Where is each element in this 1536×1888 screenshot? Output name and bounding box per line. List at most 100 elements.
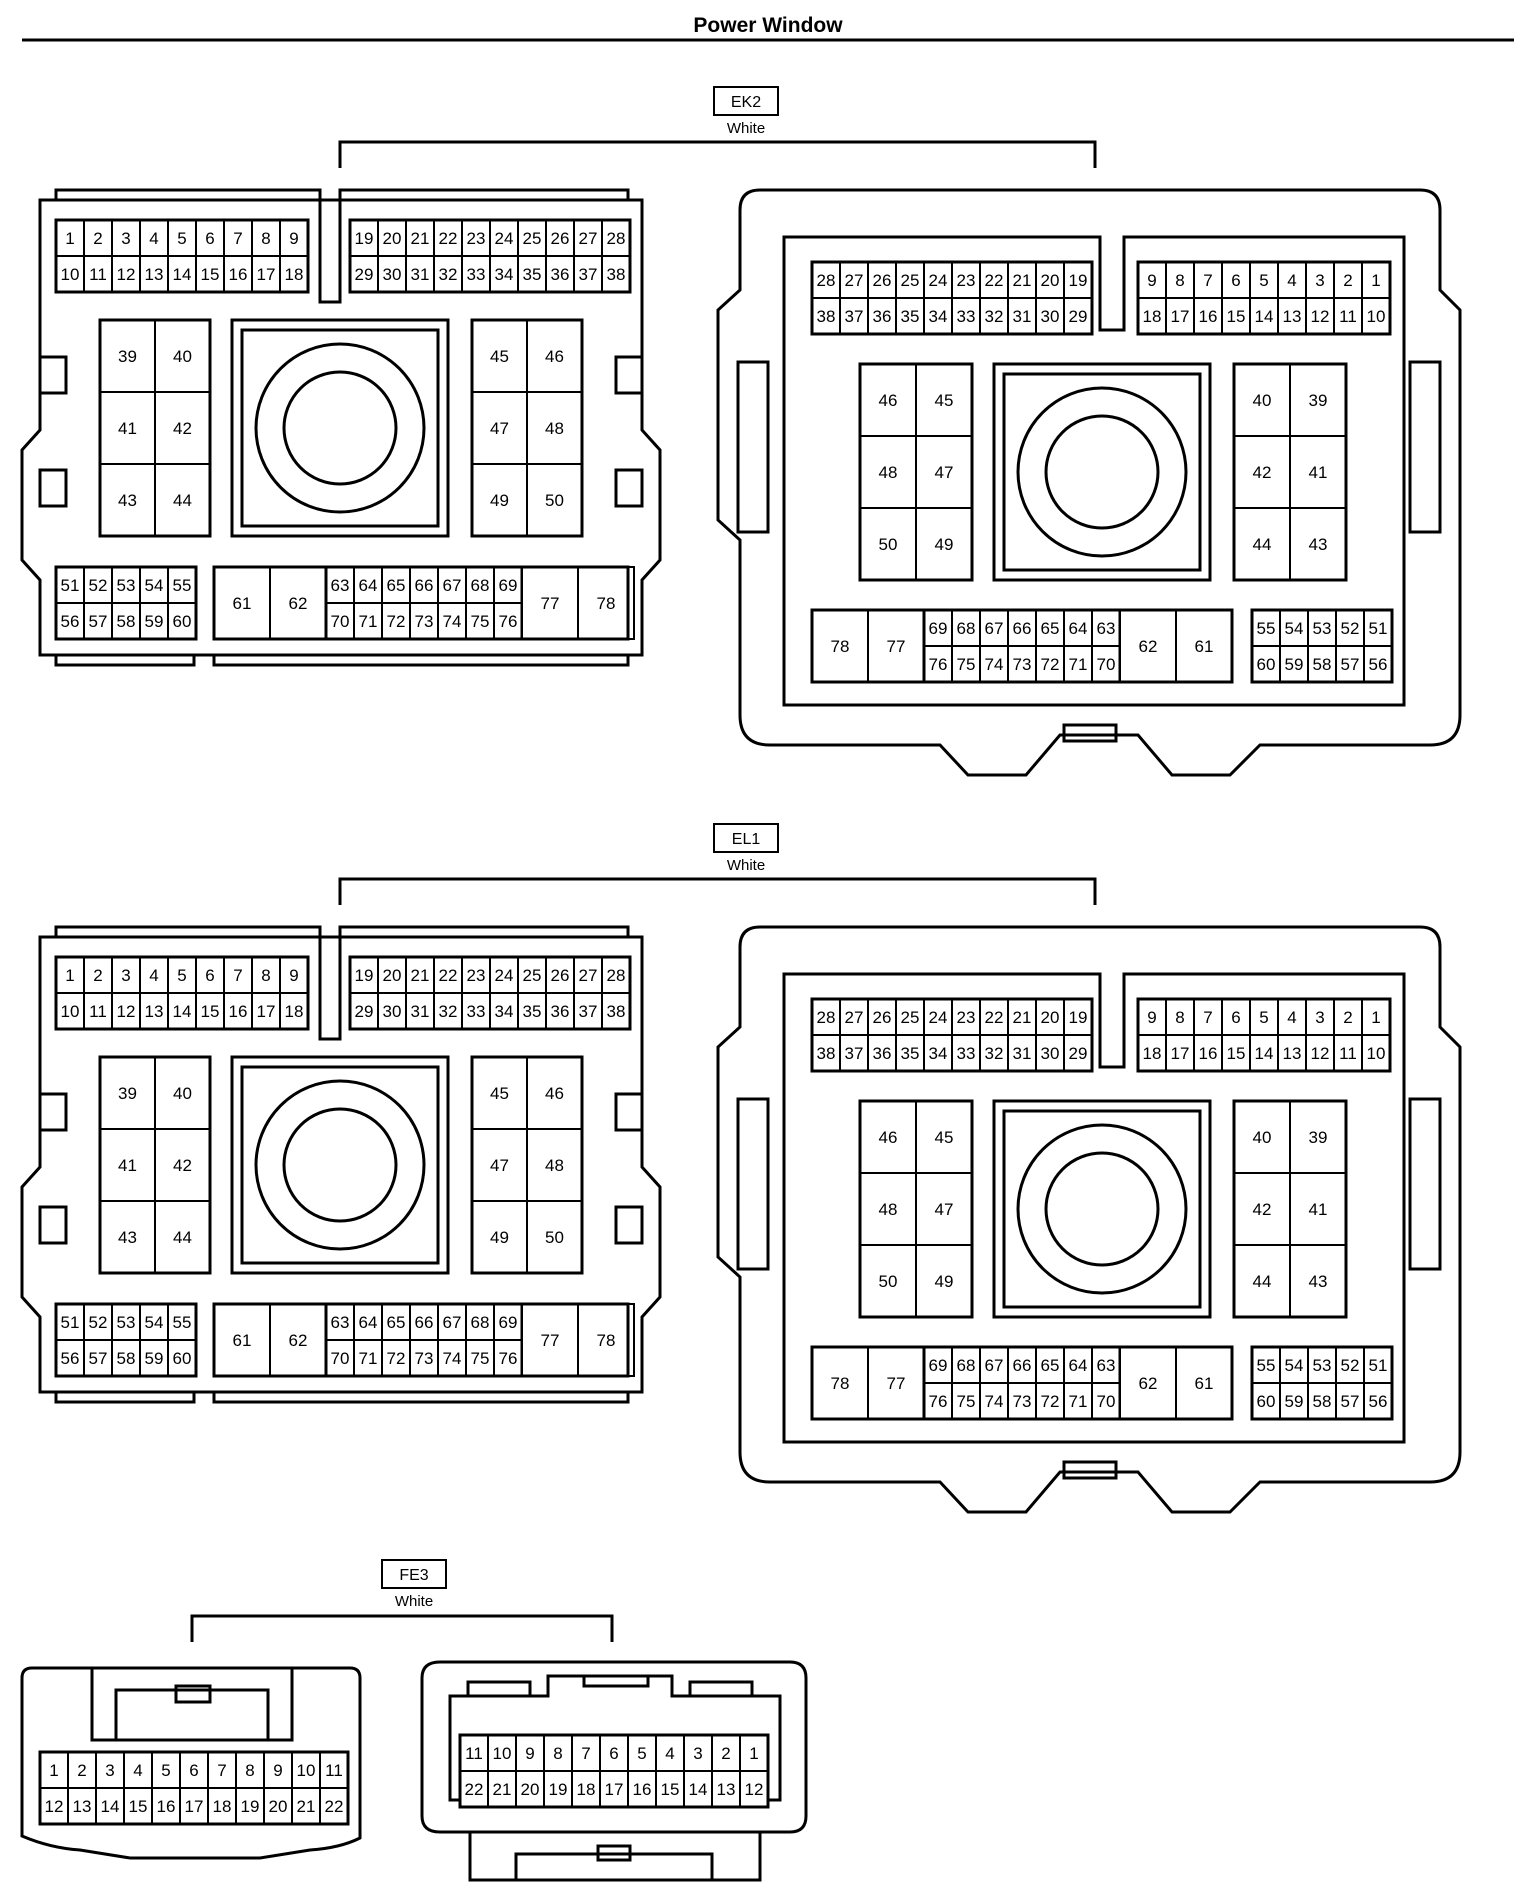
- pin-label: 56: [1369, 655, 1388, 674]
- pin-label: 43: [118, 1228, 137, 1247]
- pin-cell: [319, 1787, 349, 1825]
- pin-label: 59: [145, 1349, 164, 1368]
- pin-label: 16: [229, 1002, 248, 1021]
- pin-label: 41: [118, 1156, 137, 1175]
- pin-label: 63: [331, 1313, 350, 1332]
- pin-label: 37: [579, 265, 598, 284]
- latch-tab: [614, 1205, 644, 1245]
- pin-label: 48: [545, 1156, 564, 1175]
- pin-label: 57: [89, 1349, 108, 1368]
- pin-label: 62: [1139, 1374, 1158, 1393]
- pin-label: 29: [1069, 307, 1088, 326]
- connector-color: White: [727, 857, 765, 874]
- pin-label: 46: [879, 1128, 898, 1147]
- pin-cell: [1063, 645, 1093, 683]
- pin-label: 12: [1311, 1044, 1330, 1063]
- pin-cell: [83, 602, 113, 640]
- pin-cell: [325, 1339, 355, 1377]
- pin-label: 20: [383, 966, 402, 985]
- latch-tab: [614, 1092, 644, 1132]
- boss-inner-ring: [282, 1107, 398, 1223]
- pin-label: 33: [957, 1044, 976, 1063]
- pin-cell: [1233, 435, 1291, 509]
- pin-label: 21: [297, 1797, 316, 1816]
- pin-label: 15: [1227, 307, 1246, 326]
- pin-label: 48: [879, 1200, 898, 1219]
- pin-cell: [1277, 1034, 1307, 1072]
- pin-cell: [1361, 297, 1391, 335]
- pin-cell: [1249, 297, 1279, 335]
- pin-label: 16: [1199, 307, 1218, 326]
- side-rail: [1408, 1097, 1442, 1271]
- pin-label: 54: [1285, 619, 1304, 638]
- pin-label: 55: [1257, 1356, 1276, 1375]
- pin-label: 78: [597, 1331, 616, 1350]
- pin-label: 64: [359, 1313, 378, 1332]
- pin-label: 68: [957, 1356, 976, 1375]
- housing-outline: [20, 935, 662, 1394]
- pin-label: 13: [73, 1797, 92, 1816]
- latch-slot: [466, 1680, 532, 1698]
- pin-label: 31: [1013, 307, 1032, 326]
- pin-label: 67: [985, 619, 1004, 638]
- pin-cell: [207, 1787, 237, 1825]
- pin-label: 7: [233, 229, 242, 248]
- pin-label: 15: [661, 1780, 680, 1799]
- pin-label: 3: [121, 229, 130, 248]
- bottom-latch-tab: [596, 1844, 632, 1862]
- connector-el1: [338, 877, 1097, 905]
- pin-label: 5: [637, 1744, 646, 1763]
- pin-cell: [1063, 1034, 1093, 1072]
- pin-label: 14: [1255, 307, 1274, 326]
- pin-label: 12: [45, 1797, 64, 1816]
- pin-label: 22: [465, 1780, 484, 1799]
- pin-label: 65: [1041, 1356, 1060, 1375]
- boss-frame: [992, 1099, 1212, 1319]
- pin-label: 7: [581, 1744, 590, 1763]
- pin-cell: [521, 566, 579, 640]
- pin-label: 33: [467, 265, 486, 284]
- pin-label: 55: [173, 1313, 192, 1332]
- pin-grid-frame: [1136, 260, 1392, 336]
- latch-slot: [688, 1680, 754, 1698]
- pin-label: 55: [1257, 619, 1276, 638]
- pin-label: 48: [545, 419, 564, 438]
- pin-label: 10: [1367, 307, 1386, 326]
- pin-label: 6: [189, 1761, 198, 1780]
- pin-label: 71: [1069, 1392, 1088, 1411]
- pin-label: 14: [689, 1780, 708, 1799]
- pin-cell: [195, 992, 225, 1030]
- pin-label: 38: [817, 1044, 836, 1063]
- pin-label: 15: [1227, 1044, 1246, 1063]
- pin-label: 13: [1283, 307, 1302, 326]
- pin-cell: [867, 1346, 925, 1420]
- pin-cell: [599, 1770, 629, 1808]
- pin-label: 51: [61, 1313, 80, 1332]
- inner-frame: [782, 972, 1406, 1444]
- pin-label: 19: [355, 229, 374, 248]
- pin-cell: [915, 1172, 973, 1246]
- pin-label: 1: [49, 1761, 58, 1780]
- pin-label: 66: [1013, 1356, 1032, 1375]
- boss-outer-ring: [254, 342, 426, 514]
- pin-grid-frame: [470, 318, 584, 538]
- pin-label: 65: [387, 1313, 406, 1332]
- pin-cell: [915, 1244, 973, 1318]
- pin-label: 61: [1195, 1374, 1214, 1393]
- pin-cell: [979, 1034, 1009, 1072]
- pin-label: 13: [145, 265, 164, 284]
- pin-label: 21: [1013, 271, 1032, 290]
- pin-cell: [683, 1770, 713, 1808]
- pin-label: 56: [61, 612, 80, 631]
- pin-label: 24: [929, 271, 948, 290]
- pin-label: 9: [273, 1761, 282, 1780]
- pin-label: 5: [1259, 271, 1268, 290]
- pin-cell: [601, 992, 631, 1030]
